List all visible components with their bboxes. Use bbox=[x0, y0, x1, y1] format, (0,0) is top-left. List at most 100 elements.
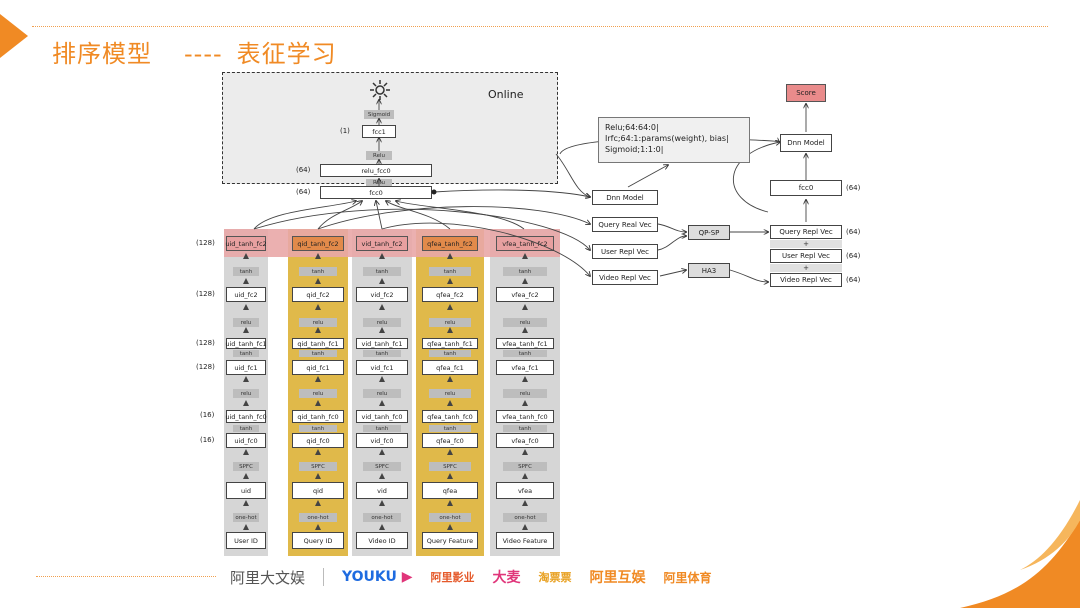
column-qfea-input: Query Feature bbox=[422, 532, 478, 549]
column-uid-arrow bbox=[243, 304, 249, 310]
column-qfea-tanh-fc0: qfea_tanh_fc0 bbox=[422, 410, 478, 423]
corner-swoosh-decoration bbox=[960, 500, 1080, 608]
column-uid-sparse: SPFC bbox=[233, 462, 259, 471]
column-vfea-arrow bbox=[522, 400, 528, 406]
logo-separator bbox=[323, 568, 325, 586]
column-qid-onehot: one-hot bbox=[299, 513, 337, 522]
right-fcc0: fcc0 bbox=[770, 180, 842, 196]
column-vid-tanh0: tanh bbox=[363, 425, 401, 432]
column-qid-fc0: qid_fc0 bbox=[292, 433, 344, 448]
column-qfea-relu2: relu bbox=[429, 318, 471, 327]
score-box: Score bbox=[786, 84, 826, 102]
column-vfea-arrow bbox=[522, 327, 528, 333]
column-vid-relu1: relu bbox=[363, 389, 401, 398]
column-qfea-arrow bbox=[447, 304, 453, 310]
column-qfea-top: qfea_tanh_fc2 bbox=[422, 236, 478, 251]
column-qfea-onehot: one-hot bbox=[429, 513, 471, 522]
column-vid-tanh-fc1: vid_tanh_fc1 bbox=[356, 338, 408, 349]
column-qid-tanh-fc1: qid_tanh_fc1 bbox=[292, 338, 344, 349]
dim-label-fc1: (128) bbox=[196, 363, 215, 371]
online-relu-fcc0: relu_fcc0 bbox=[320, 164, 432, 177]
corner-arrow-decoration bbox=[0, 14, 28, 58]
dim-label-fc2: (128) bbox=[196, 290, 215, 298]
column-qfea-arrow bbox=[447, 400, 453, 406]
column-vid-fc0: vid_fc0 bbox=[356, 433, 408, 448]
column-uid-tanh0: tanh bbox=[233, 425, 259, 432]
column-uid-tanh1: tanh bbox=[233, 350, 259, 357]
column-vfea-arrow bbox=[522, 253, 528, 259]
column-vid-arrow bbox=[379, 449, 385, 455]
column-vid-arrow bbox=[379, 304, 385, 310]
column-qfea-arrow bbox=[447, 278, 453, 284]
right-plus-1: + bbox=[770, 240, 842, 248]
column-vfea-tanh-fc1: vfea_tanh_fc1 bbox=[496, 338, 554, 349]
online-fcc0: fcc0 bbox=[320, 186, 432, 199]
column-vfea-arrow bbox=[522, 376, 528, 382]
column-qfea-emb: qfea bbox=[422, 482, 478, 499]
column-uid-arrow bbox=[243, 524, 249, 530]
column-vfea-arrow bbox=[522, 449, 528, 455]
mid-user-repl-vec: User Repl Vec bbox=[592, 244, 658, 259]
column-vid-emb: vid bbox=[356, 482, 408, 499]
column-vfea-emb: vfea bbox=[496, 482, 554, 499]
column-qid-arrow bbox=[315, 524, 321, 530]
footer-logo-bar: 阿里大文娱 YOUKU ▶ 阿里影业 大麦 淘票票 阿里互娱 阿里体育 bbox=[230, 565, 712, 589]
column-vid-sparse: SPFC bbox=[363, 462, 401, 471]
column-qfea-arrow bbox=[447, 524, 453, 530]
right-user-dim: (64) bbox=[846, 252, 861, 260]
column-vfea-tanh-fc0: vfea_tanh_fc0 bbox=[496, 410, 554, 423]
column-uid-tanh: tanh bbox=[233, 267, 259, 276]
online-relu1: Relu bbox=[366, 151, 392, 160]
logo-ali-sports: 阿里体育 bbox=[663, 570, 712, 585]
column-vfea-fc1: vfea_fc1 bbox=[496, 360, 554, 375]
column-qid-arrow bbox=[315, 278, 321, 284]
column-qfea-fc2: qfea_fc2 bbox=[422, 287, 478, 302]
column-qid-tanh1: tanh bbox=[299, 350, 337, 357]
column-vid-tanh1: tanh bbox=[363, 350, 401, 357]
dim-label-tanh-fc2: (128) bbox=[196, 239, 215, 247]
column-vfea-relu2: relu bbox=[503, 318, 547, 327]
online-fcc0-dim: (64) bbox=[296, 188, 311, 196]
column-vid-arrow bbox=[379, 278, 385, 284]
logo-ali-entertainment: 阿里大文娱 bbox=[230, 568, 306, 587]
column-uid-emb: uid bbox=[226, 482, 266, 499]
mid-query-real-vec: Query Real Vec bbox=[592, 217, 658, 232]
column-vfea-arrow bbox=[522, 524, 528, 530]
logo-ali-games: 阿里互娱 bbox=[589, 570, 646, 586]
column-qid-arrow bbox=[315, 500, 321, 506]
column-uid-fc2: uid_fc2 bbox=[226, 287, 266, 302]
column-uid-arrow bbox=[243, 400, 249, 406]
column-qfea-arrow bbox=[447, 327, 453, 333]
dim-label-tanh-fc0: (16) bbox=[200, 411, 215, 419]
header-divider bbox=[32, 26, 1048, 27]
column-vfea-tanh1: tanh bbox=[503, 350, 547, 357]
column-qfea-arrow bbox=[447, 500, 453, 506]
column-vfea-sparse: SPFC bbox=[503, 462, 547, 471]
column-vid-tanh-fc0: vid_tanh_fc0 bbox=[356, 410, 408, 423]
right-video-dim: (64) bbox=[846, 276, 861, 284]
column-qfea-arrow bbox=[447, 376, 453, 382]
title-sub: 表征学习 bbox=[236, 40, 337, 68]
column-qid-relu1: relu bbox=[299, 389, 337, 398]
dim-label-tanh-fc1: (128) bbox=[196, 339, 215, 347]
column-qid-sparse: SPFC bbox=[299, 462, 337, 471]
note-line-3: Sigmoid;1:1:0| bbox=[605, 145, 664, 154]
column-vid-tanh: tanh bbox=[363, 267, 401, 276]
column-vid-arrow bbox=[379, 253, 385, 259]
column-vid-relu2: relu bbox=[363, 318, 401, 327]
column-qid-arrow bbox=[315, 376, 321, 382]
column-uid-arrow bbox=[243, 500, 249, 506]
column-qid-arrow bbox=[315, 304, 321, 310]
column-vid-fc1: vid_fc1 bbox=[356, 360, 408, 375]
column-qfea-tanh: tanh bbox=[429, 267, 471, 276]
column-qid-tanh-fc0: qid_tanh_fc0 bbox=[292, 410, 344, 423]
page-title: 排序模型----表征学习 bbox=[52, 34, 337, 69]
column-vid-top: vid_tanh_fc2 bbox=[356, 236, 408, 251]
column-qid-arrow bbox=[315, 449, 321, 455]
online-label: Online bbox=[488, 88, 524, 101]
qp-sp-box: QP-SP bbox=[688, 225, 730, 240]
online-fcc1-dim: (1) bbox=[340, 127, 350, 135]
column-vid-arrow bbox=[379, 376, 385, 382]
ha3-box: HA3 bbox=[688, 263, 730, 278]
